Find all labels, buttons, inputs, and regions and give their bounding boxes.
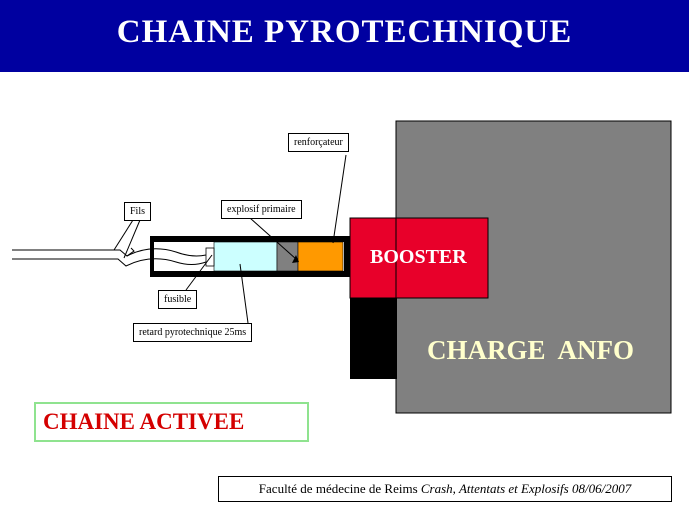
status-box: CHAINE ACTIVEE [34, 402, 309, 442]
wire-upper [12, 248, 207, 257]
label-fusible: fusible [158, 290, 198, 309]
charge-anfo-label: CHARGE ANFO [427, 335, 635, 365]
callout-retard [239, 263, 249, 324]
callout-explosif-primaire [249, 217, 297, 260]
callout-explosif-primaire-arrow [292, 255, 299, 263]
label-explosif-primaire: explosif primaire [221, 200, 302, 219]
delay-charge [213, 241, 278, 272]
footer-course: Crash, Attentats et Explosifs [420, 481, 569, 496]
booster-block [349, 217, 489, 299]
callout-fils-2 [123, 219, 141, 259]
title-bar [0, 0, 689, 72]
wire-lightning [126, 247, 135, 257]
booster-base [350, 298, 397, 379]
footer-date: 08/06/2007 [571, 481, 632, 496]
label-fils: Fils [124, 202, 152, 221]
booster-label: BOOSTER [370, 246, 467, 268]
callout-fusible [185, 254, 213, 291]
label-renforcateur: renforçateur [288, 133, 349, 152]
booster-charge [297, 241, 344, 272]
label-retard-pyrotechnique: retard pyrotechnique 25ms [133, 323, 253, 342]
footer: Faculté de médecine de Reims Crash, Atte… [218, 476, 672, 502]
footer-institution: Faculté de médecine de Reims [258, 481, 418, 496]
wire-lower [12, 258, 207, 267]
callout-renforcateur [332, 154, 347, 244]
primary-explosive [276, 241, 299, 272]
slide-title: CHAINE PYROTECHNIQUE [116, 14, 573, 50]
status-label: CHAINE ACTIVEE [43, 409, 245, 434]
callout-fils-1 [113, 219, 134, 251]
